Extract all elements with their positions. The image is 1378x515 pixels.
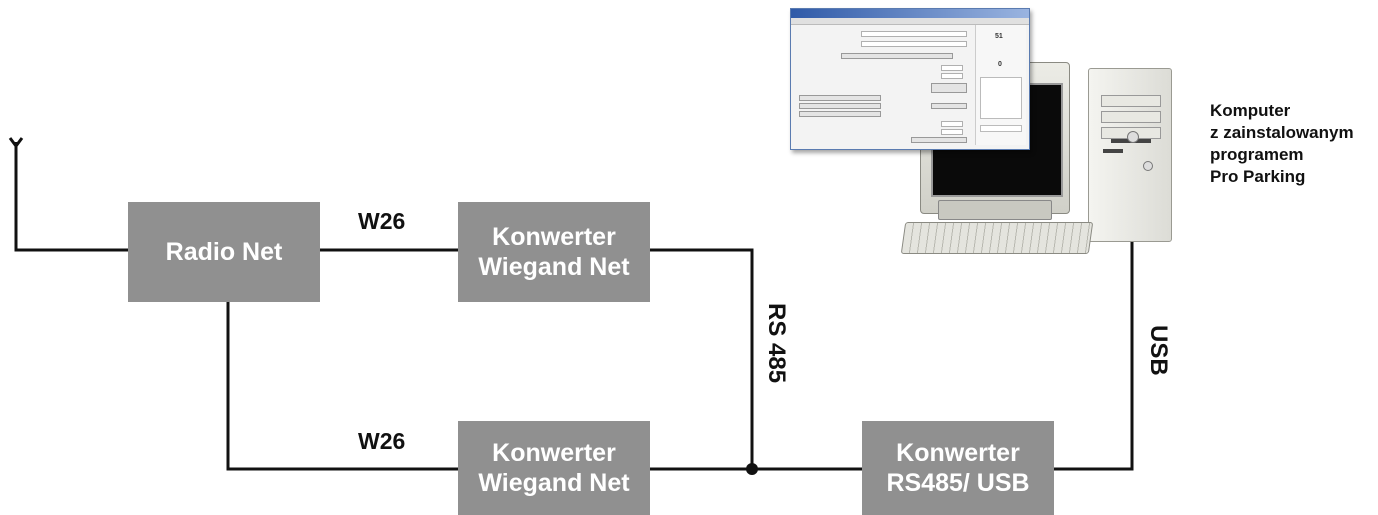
konwerter-wiegand-bottom-box: Konwerter Wiegand Net xyxy=(458,421,650,515)
wire-usb xyxy=(1054,240,1134,471)
counter-top: 51 xyxy=(995,33,1003,40)
rs485-label: RS 485 xyxy=(763,303,790,384)
window-sidebar: 51 0 xyxy=(975,25,1026,145)
wire-w26-bottom xyxy=(226,302,458,471)
caption-line-4: Pro Parking xyxy=(1210,167,1306,186)
usb-label: USB xyxy=(1145,325,1172,376)
konwerter-rs485-usb-line1: Konwerter xyxy=(896,439,1020,467)
antenna-line xyxy=(14,142,128,252)
konwerter-wiegand-bottom-line1: Konwerter xyxy=(492,439,616,467)
bus-junction-dot xyxy=(746,463,758,475)
konwerter-wiegand-top-box: Konwerter Wiegand Net xyxy=(458,202,650,302)
pc-keyboard xyxy=(900,222,1094,254)
konwerter-wiegand-bottom-line2: Wiegand Net xyxy=(478,469,630,497)
caption-line-1: Komputer xyxy=(1210,101,1291,120)
w26-bottom-label: W26 xyxy=(358,428,406,454)
caption-line-3: programem xyxy=(1210,145,1304,164)
monitor-base xyxy=(938,200,1052,220)
window-tabs xyxy=(791,18,1029,25)
w26-top-label: W26 xyxy=(358,208,406,234)
konwerter-wiegand-top-line1: Konwerter xyxy=(492,223,616,251)
antenna-tip xyxy=(8,137,24,149)
konwerter-wiegand-top-line2: Wiegand Net xyxy=(478,253,630,281)
konwerter-rs485-usb-box: Konwerter RS485/ USB xyxy=(862,421,1054,515)
radio-net-box: Radio Net xyxy=(128,202,320,302)
window-titlebar xyxy=(791,9,1029,18)
wire-rs485-bus xyxy=(650,248,754,469)
konwerter-rs485-usb-line2: RS485/ USB xyxy=(886,469,1030,497)
pro-parking-window: 51 0 xyxy=(790,8,1030,150)
pc-tower xyxy=(1088,68,1172,242)
counter-bottom: 0 xyxy=(998,61,1002,68)
radio-net-label: Radio Net xyxy=(165,238,283,266)
caption-line-2: z zainstalowanym xyxy=(1210,123,1354,142)
computer-caption: Komputer z zainstalowanym programem Pro … xyxy=(1210,100,1354,188)
